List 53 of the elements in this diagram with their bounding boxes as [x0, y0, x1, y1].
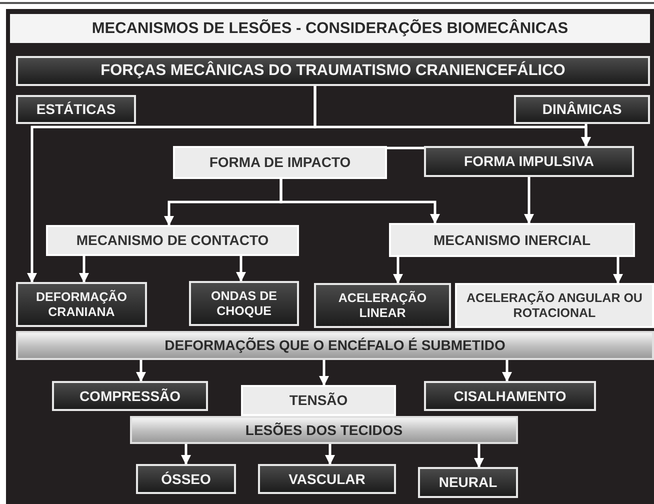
arrow [474, 444, 484, 468]
process-box [189, 281, 299, 326]
box-label: VASCULAR [288, 470, 366, 488]
box-label: MECANISMO DE CONTACTO [76, 232, 269, 249]
process-box [389, 223, 635, 257]
box-label: TENSÃO [289, 392, 348, 409]
arrow [79, 256, 89, 283]
arrow [181, 444, 191, 465]
box-label: ACELERAÇÃO LINEAR [337, 291, 428, 320]
box-label: ACELERAÇÃO ANGULAR OU ROTACIONAL [466, 291, 644, 320]
box-label: CISALHAMENTO [454, 388, 566, 404]
process-box [418, 467, 518, 498]
arrow [236, 256, 246, 282]
process-box [455, 283, 654, 328]
arrow [524, 177, 534, 224]
arrow [502, 360, 512, 382]
box-label: DEFORMAÇÃO CRANIANA [35, 290, 128, 319]
box-label: DINÂMICAS [542, 101, 622, 118]
box-label: FORÇAS MECÂNICAS DO TRAUMATISMO CRANIENCEFÁLICO [100, 62, 566, 80]
process-box [514, 95, 650, 124]
process-box [16, 56, 650, 86]
box-label: MECANISMO INERCIAL [433, 232, 591, 248]
connector-line [387, 146, 424, 150]
box-label: COMPRESSÃO [79, 388, 181, 404]
process-box [314, 283, 451, 328]
process-box [241, 385, 396, 416]
box-label: ONDAS DE CHOQUE [210, 289, 278, 318]
diagram-title: MECANISMOS DE LESÕES - CONSIDERAÇÕES BIOMECÂNICAS [10, 14, 650, 43]
process-box [52, 381, 208, 411]
box-label: NEURAL [438, 474, 498, 491]
box-label: ESTÁTICAS [36, 101, 116, 118]
process-box [46, 225, 299, 256]
box-label: FORMA DE IMPACTO [209, 154, 351, 171]
process-box [258, 464, 396, 494]
process-box [173, 146, 387, 179]
banner-box [130, 416, 518, 444]
process-box [16, 95, 136, 124]
banner-box [16, 331, 654, 360]
arrow [393, 257, 403, 284]
box-label: FORMA IMPULSIVA [464, 153, 594, 170]
process-box [136, 464, 236, 494]
arrow [280, 179, 440, 224]
process-box [16, 282, 147, 327]
box-label: LESÕES DOS TECIDOS [245, 422, 403, 438]
arrow [136, 360, 146, 382]
box-label: ÓSSEO [161, 470, 211, 488]
process-box [424, 146, 634, 177]
arrow [613, 257, 623, 284]
arrow [581, 124, 591, 147]
box-label: DEFORMAÇÕES QUE O ENCÉFALO É SUBMETIDO [164, 337, 506, 354]
arrow [319, 360, 329, 386]
process-box [424, 381, 596, 411]
arrow [325, 444, 335, 465]
